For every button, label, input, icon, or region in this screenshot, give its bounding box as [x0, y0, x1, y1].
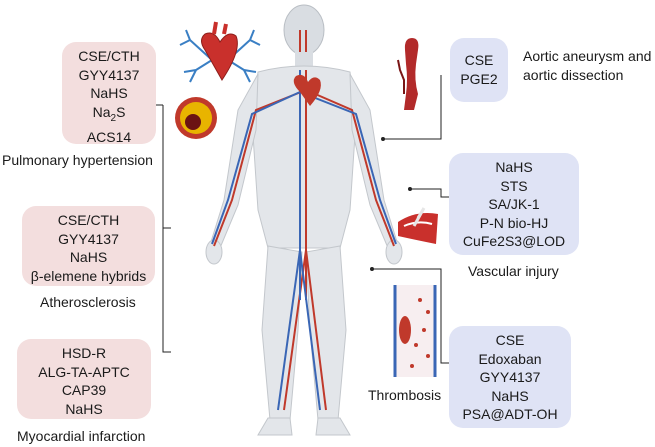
item: GYY4137 [78, 66, 140, 83]
myocardial-infarction-box: HSD-R ALG-TA-APTC CAP39 NaHS [17, 339, 151, 419]
aorta-icon [397, 38, 419, 110]
thrombosis-label: Thrombosis [368, 387, 442, 403]
item: NaHS [65, 400, 103, 417]
myocardial-infarction-label: Myocardial infarction [17, 428, 146, 444]
human-body-icon [205, 4, 403, 436]
item: PGE2 [460, 70, 498, 87]
item: CuFe2S3@LOD [462, 233, 566, 249]
aortic-label-line2: aortic dissection [523, 67, 624, 83]
thrombosis-box: CSE Edoxaban GYY4137 NaHS PSA@ADT-OH [449, 326, 571, 428]
item: GYY4137 [58, 230, 119, 247]
aortic-box: CSE PGE2 [450, 38, 508, 102]
injured-vessel-icon [398, 207, 438, 244]
item: ALG-TA-APTC [38, 363, 130, 380]
atherosclerosis-box: CSE/CTH GYY4137 NaHS β-elemene hybrids [22, 206, 155, 286]
artery-plaque-icon [175, 97, 217, 139]
pulmonary-hypertension-box: CSE/CTH GYY4137 NaHS Na2S ACS14 [62, 42, 156, 145]
vascular-injury-label: Vascular injury [468, 263, 559, 279]
item: GYY4137 [479, 369, 541, 385]
item: NaHS [90, 85, 128, 101]
item: P-N bio-HJ [479, 214, 549, 231]
item: CSE [495, 332, 525, 348]
aortic-label-line1: Aortic aneurysm and [523, 48, 652, 64]
item: CSE/CTH [78, 48, 140, 64]
item: CSE [464, 52, 494, 68]
item: Na2S [92, 103, 126, 124]
item: STS [500, 177, 528, 194]
item: NaHS [495, 159, 533, 175]
item: PSA@ADT-OH [462, 406, 558, 422]
item: ACS14 [86, 128, 132, 145]
item: CSE/CTH [57, 212, 120, 228]
item: NaHS [491, 387, 529, 404]
vascular-injury-box: NaHS STS SA/JK-1 P-N bio-HJ CuFe2S3@LOD [449, 153, 579, 255]
item: CAP39 [61, 382, 107, 398]
connector-lines [156, 75, 449, 364]
thrombus-vessel-icon [393, 285, 437, 377]
item: β-elemene hybrids [30, 267, 147, 284]
item: HSD-R [61, 345, 107, 361]
heart-lungs-icon [179, 21, 261, 83]
item: SA/JK-1 [488, 196, 540, 212]
atherosclerosis-label: Atherosclerosis [40, 294, 136, 310]
item: NaHS [69, 249, 108, 265]
pulmonary-hypertension-label: Pulmonary hypertension [2, 152, 153, 168]
item: Edoxaban [478, 350, 542, 367]
